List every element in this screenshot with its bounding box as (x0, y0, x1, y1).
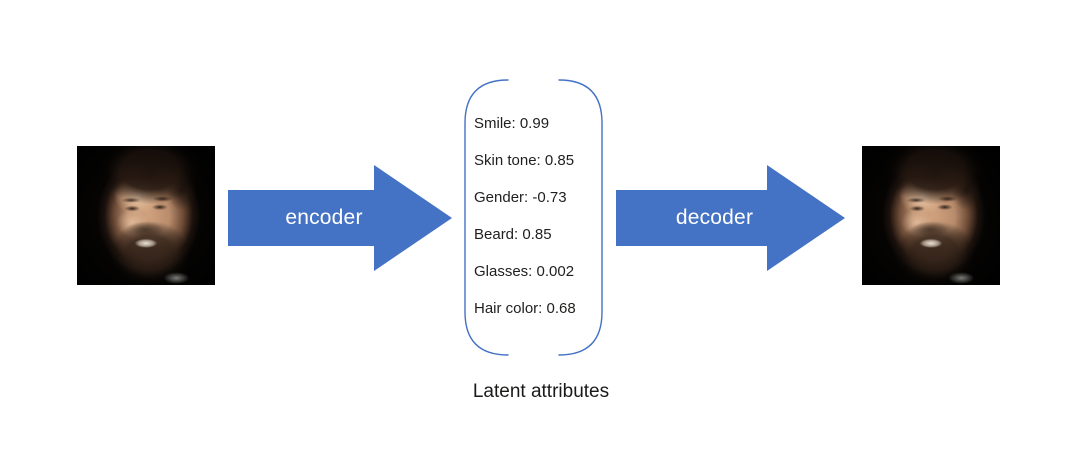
face-collar-layer (77, 146, 215, 285)
input-face-photo (77, 146, 215, 285)
latent-attributes-bracket (464, 79, 603, 356)
latent-item-gender: Gender: -0.73 (474, 189, 567, 206)
encoder-arrow-shape (228, 165, 452, 271)
encoder-arrow: encoder (228, 165, 452, 271)
latent-attributes-caption: Latent attributes (472, 381, 610, 402)
face-collar-layer (862, 146, 1000, 285)
latent-item-glasses: Glasses: 0.002 (474, 263, 575, 280)
latent-item-beard: Beard: 0.85 (474, 226, 552, 243)
latent-item-skin-tone: Skin tone: 0.85 (474, 152, 575, 169)
latent-bracket-left (464, 79, 509, 356)
latent-item-smile: Smile: 0.99 (474, 115, 550, 132)
latent-bracket-right (558, 79, 603, 356)
decoder-arrow: decoder (616, 165, 845, 271)
decoder-arrow-shape (616, 165, 845, 271)
latent-item-hair-color: Hair color: 0.68 (474, 300, 576, 317)
output-face-photo (862, 146, 1000, 285)
